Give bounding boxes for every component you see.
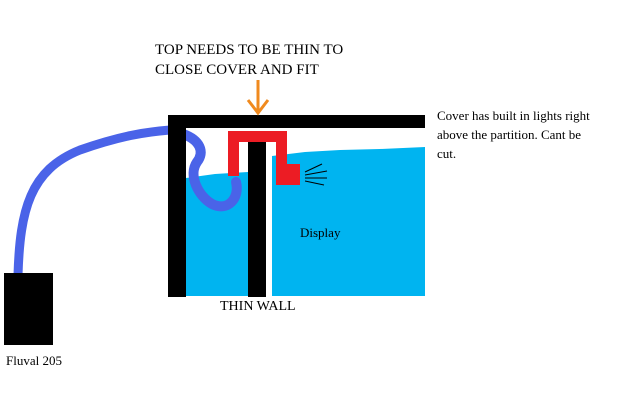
display-label: Display xyxy=(300,225,341,240)
cover-thickness-note-line-1: TOP NEEDS TO BE THIN TO xyxy=(155,42,344,58)
intake-hose xyxy=(13,125,175,280)
filter-label: Fluval 205 xyxy=(6,353,62,368)
cover-lights-note-line-3: cut. xyxy=(437,146,457,161)
tank-cover-top xyxy=(168,115,425,128)
sump-siphon-tube xyxy=(178,129,242,212)
cover-lights-note: Cover has built in lights right above th… xyxy=(437,106,590,163)
arrow-icon xyxy=(246,80,270,116)
outflow-spray xyxy=(304,163,328,186)
cover-thickness-note: TOP NEEDS TO BE THIN TO CLOSE COVER AND … xyxy=(155,40,343,80)
overflow-tube xyxy=(228,131,300,185)
cover-lights-note-line-1: Cover has built in lights right xyxy=(437,108,590,123)
display-water xyxy=(272,147,425,296)
cover-lights-note-line-2: above the partition. Cant be xyxy=(437,127,582,142)
thin-partition-wall xyxy=(248,140,266,297)
cover-thickness-note-line-2: CLOSE COVER AND FIT xyxy=(155,62,319,78)
tank-left-wall xyxy=(168,115,186,297)
canister-filter xyxy=(4,273,53,345)
thin-wall-label: THIN WALL xyxy=(220,299,296,314)
